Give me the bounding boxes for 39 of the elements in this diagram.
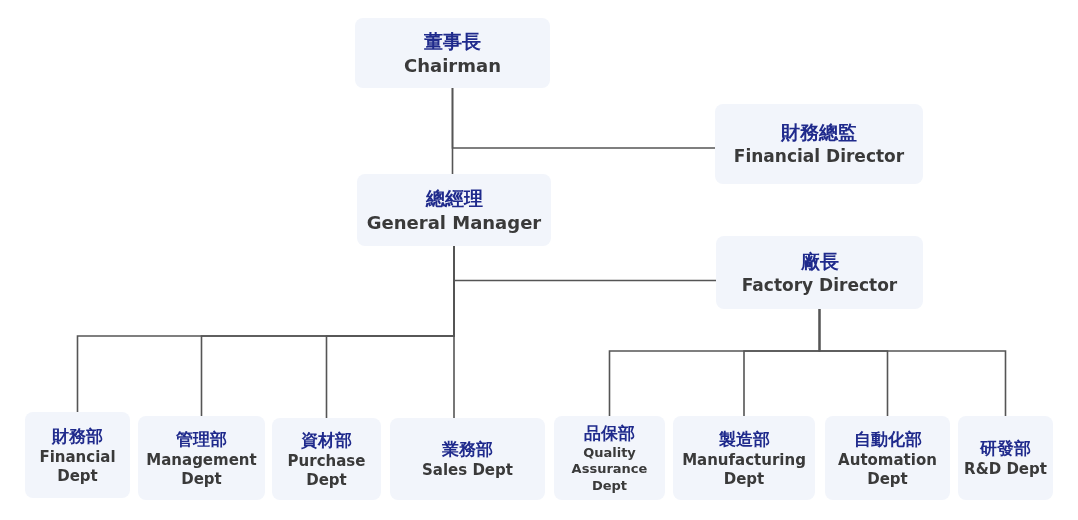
title-text: 廠長: [800, 248, 839, 274]
subtitle-text: Sales Dept: [422, 461, 513, 480]
title-text: 管理部: [176, 427, 227, 451]
title-text: 財務總監: [781, 120, 857, 146]
title-text: 董事長: [424, 28, 481, 54]
org-box: [825, 416, 950, 500]
subtitle-text: General Manager: [366, 211, 542, 235]
subtitle-text: Automation Dept: [837, 450, 938, 489]
org-box: [554, 416, 665, 500]
subtitle-text: Manufacturing Dept: [681, 450, 807, 489]
title-text: 業務部: [442, 438, 493, 462]
connector-line: [818, 308, 1007, 417]
org-box: [357, 174, 551, 246]
title-text: 總經理: [425, 185, 483, 211]
org-box: [715, 104, 923, 184]
title-text: 財務部: [52, 424, 103, 448]
subtitle-text: R&D Dept: [964, 460, 1047, 479]
title-text: 製造部: [718, 427, 770, 451]
org-box: [390, 418, 545, 500]
subtitle-text: Factory Director: [741, 274, 898, 297]
subtitle-text: Financial Dept: [38, 447, 117, 486]
org-box: [25, 412, 130, 498]
org-box: [673, 416, 815, 500]
connector-line: [451, 87, 716, 149]
connector-line: [453, 245, 455, 419]
subtitle-text: Chairman: [404, 54, 501, 78]
subtitle-text: Management Dept: [145, 450, 258, 489]
title-text: 研發部: [980, 437, 1031, 461]
title-text: 自動化部: [853, 427, 922, 451]
org-box: [272, 418, 381, 500]
subtitle-text: Purchase Dept: [286, 451, 367, 490]
org-box: [138, 416, 265, 500]
subtitle-text: Quality Assurance Dept: [570, 445, 649, 494]
org-box: [355, 18, 550, 88]
subtitle-text: Financial Director: [733, 146, 905, 168]
title-text: 品保部: [584, 422, 635, 446]
title-text: 資材部: [301, 428, 352, 452]
org-box: [716, 236, 923, 309]
org-box: [958, 416, 1053, 500]
